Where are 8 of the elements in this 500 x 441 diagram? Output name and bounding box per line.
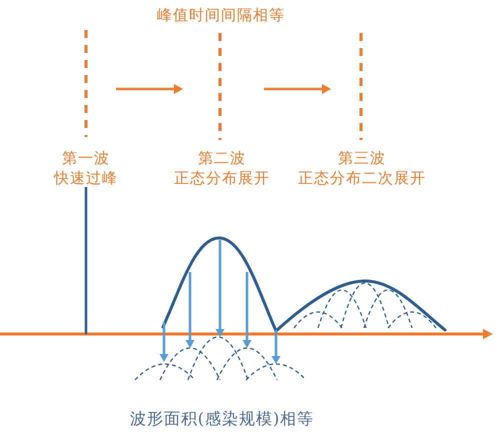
wave-label: 第一波 xyxy=(62,149,110,167)
annotation-text: 峰值时间间隔相等 xyxy=(157,6,285,24)
wave-label: 第二波 xyxy=(198,149,246,167)
wave-description: 正态分布展开 xyxy=(174,169,270,187)
wave-description: 正态分布二次展开 xyxy=(298,169,426,187)
annotation-text: 波形面积(感染规模)相等 xyxy=(130,409,314,428)
wave-label: 第三波 xyxy=(338,149,386,167)
wave-description: 快速过峰 xyxy=(54,169,118,187)
